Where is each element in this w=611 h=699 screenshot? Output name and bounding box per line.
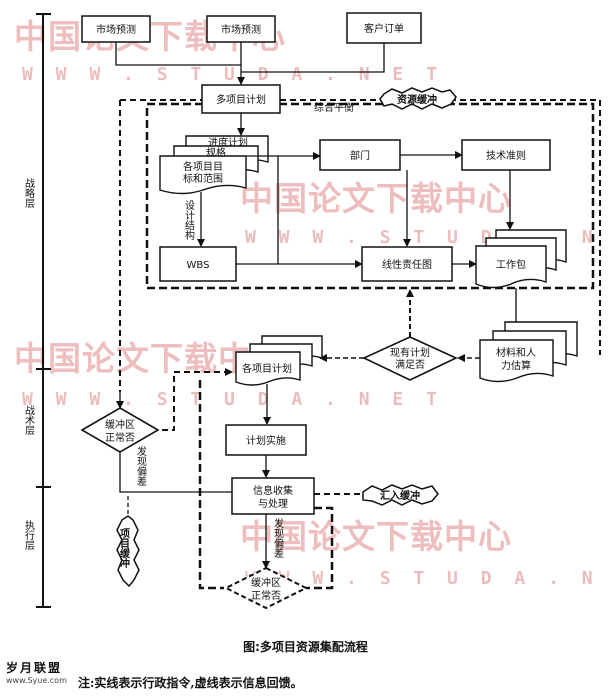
department-box (319, 139, 401, 171)
each-project-plan-stack (235, 335, 323, 386)
plan-ok-diamond (362, 336, 458, 381)
progress-plan-label: 进度计划 (208, 136, 248, 149)
market-forecast-box-1 (81, 15, 151, 43)
ram-label: 线性责任图 (382, 258, 432, 271)
material-label-2: 力估算 (501, 359, 531, 372)
work-package-stack (475, 229, 567, 289)
site-logo: 岁月联盟 www.Syue.com (6, 659, 90, 695)
project-goals-label-1: 各项目目 (183, 160, 223, 173)
edge-order (241, 43, 385, 73)
buffer-ok-label-1: 缓冲区 (105, 418, 135, 431)
project-buffer-burst (116, 515, 140, 588)
market-forecast-box-2 (206, 15, 276, 43)
plan-implementation-box (225, 424, 307, 456)
spec-label: 规格 (206, 146, 226, 159)
tech-standard-label: 技术准则 (486, 149, 526, 162)
plan-ok-label-1: 现有计划 (390, 346, 430, 359)
multi-project-plan-label: 多项目计划 (216, 93, 266, 106)
figure-note: 注:实线表示行政指令,虚线表示信息回馈。 (78, 676, 303, 690)
watermark-url: W W W . S T U D A . N E T (22, 64, 443, 85)
overall-balance-inner-frame (145, 102, 595, 290)
design-structure-label: 设计结构 (183, 200, 195, 241)
project-buffer-label: 项目缓冲 (118, 528, 131, 569)
layer-strategic-label: 战略层 (23, 178, 35, 209)
overall-balance-label: 综合平衡 (314, 101, 354, 114)
watermark-cn: 中国论文下载中心 (240, 179, 512, 218)
material-label-1: 材料和人 (496, 346, 536, 359)
feed-buffer-label: 汇入缓冲 (380, 489, 420, 502)
deviation-found-label: 发现偏差 (135, 445, 147, 486)
tech-standard-box (461, 139, 551, 171)
customer-order-box (346, 12, 422, 44)
edge-feedback-left (198, 380, 224, 590)
resource-buffer-label: 资源缓冲 (397, 93, 437, 106)
logo-name: 岁月联盟 (6, 661, 63, 675)
market-forecast-label-1: 市场预测 (96, 23, 136, 36)
project-goals-label-2: 标和范围 (183, 172, 223, 185)
edge-info-right-feedback (306, 506, 334, 590)
material-estimate-stack (479, 321, 578, 383)
wbs-box (159, 246, 237, 282)
layer-execution-label: 执行层 (23, 519, 35, 551)
layer-labels: 战略层 战术层 执行层 (23, 178, 35, 551)
wbs-label: WBS (187, 260, 210, 271)
buffer-ok-2-label-2: 正常否 (251, 589, 281, 602)
info-collection-label-1: 信息收集 (253, 484, 293, 497)
market-forecast-label-2: 市场预测 (221, 23, 261, 36)
layer-tactical-label: 战术层 (23, 405, 35, 436)
info-collection-box (231, 477, 315, 515)
ram-box (361, 246, 453, 282)
edge-forecast1 (115, 42, 241, 66)
department-label: 部门 (350, 149, 370, 162)
figure-caption: 图:多项目资源集配流程 (243, 640, 368, 654)
plan-ok-label-2: 满足否 (395, 359, 425, 371)
plan-implementation-label: 计划实施 (246, 434, 286, 447)
buffer-ok-label-2: 正常否 (105, 431, 135, 444)
buffer-ok-2-label-1: 缓冲区 (251, 576, 281, 589)
project-docs-stack (159, 135, 269, 195)
multi-project-plan-box (201, 84, 281, 114)
edge-feedback-buffer1 (162, 371, 210, 431)
watermark-url: W W W . S T U D A . N E T (22, 389, 443, 410)
work-package-label: 工作包 (496, 258, 526, 271)
info-collection-label-2: 与处理 (258, 498, 288, 510)
resource-buffer-burst (379, 87, 457, 110)
deviation-found-2-label: 发现偏差 (272, 517, 284, 558)
logo-url: www.Syue.com (6, 676, 67, 685)
each-project-plan-label: 各项目计划 (242, 362, 292, 375)
watermark-group: 中国论文下载中心 W W W . S T U D A . N E T 中国论文下… (14, 17, 611, 589)
feed-buffer-burst (362, 484, 439, 506)
edge-buffer-to-info (119, 452, 232, 493)
buffer-ok-2-diamond (223, 566, 309, 610)
watermark-cn: 中国论文下载中心 (240, 517, 512, 556)
layer-axis (36, 13, 51, 608)
customer-order-label: 客户订单 (364, 22, 404, 35)
watermark-url: W W W . S T U D A . N E T (245, 568, 611, 589)
